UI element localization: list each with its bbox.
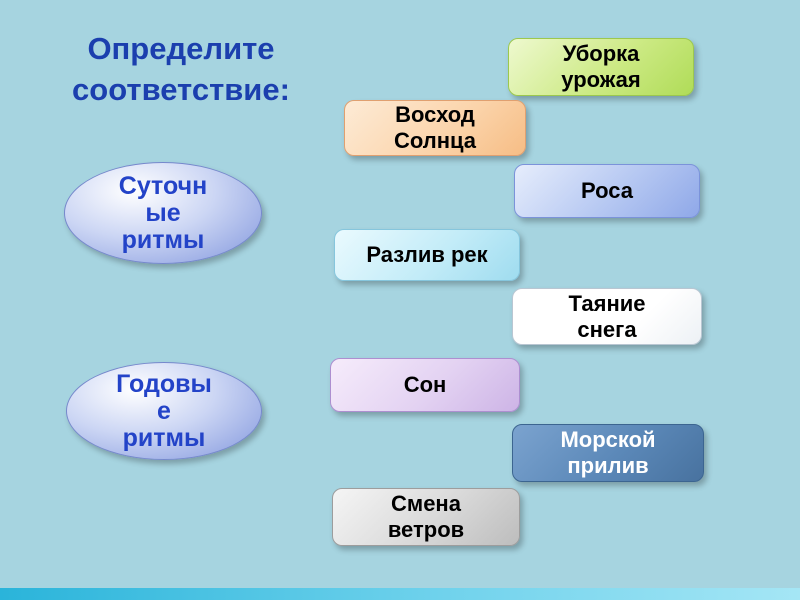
box-sea-tide: Морской прилив — [512, 424, 704, 482]
ellipse-annual-rhythms-line1: Годовы — [116, 369, 212, 398]
box-river-flood: Разлив рек — [334, 229, 520, 281]
box-wind-change: Смена ветров — [332, 488, 520, 546]
box-harvest-line1: Уборка — [562, 41, 640, 66]
ellipse-daily-rhythms: Суточн ые ритмы — [64, 162, 262, 264]
box-snow-melting-line2: снега — [577, 316, 637, 342]
box-harvest: Уборка урожая — [508, 38, 694, 96]
box-sunrise-line2: Солнца — [393, 128, 477, 153]
slide-title: Определите соответствие: — [28, 28, 334, 110]
ellipse-annual-rhythms-line2: е — [157, 396, 171, 425]
bottom-decorative-bar — [0, 588, 800, 600]
ellipse-annual-rhythms: Годовы е ритмы — [66, 362, 262, 460]
slide-title-line1: Определите — [87, 31, 275, 66]
box-snow-melting-line1: Таяние — [568, 290, 646, 316]
box-sea-tide-line2: прилив — [567, 453, 649, 478]
box-snow-melting: Таяние снега — [512, 288, 702, 345]
box-sunrise: Восход Солнца — [344, 100, 526, 156]
ellipse-daily-rhythms-line1: Суточн — [118, 171, 208, 200]
ellipse-daily-rhythms-line3: ритмы — [121, 225, 205, 254]
box-dew-line1: Роса — [580, 178, 633, 203]
box-sleep-line1: Сон — [403, 372, 447, 397]
box-harvest-line2: урожая — [561, 67, 641, 92]
box-wind-change-line1: Смена — [391, 491, 461, 516]
box-sunrise-line1: Восход — [395, 102, 475, 127]
box-dew: Роса — [514, 164, 700, 218]
box-sea-tide-line1: Морской — [560, 427, 656, 452]
ellipse-daily-rhythms-line2: ые — [145, 198, 181, 227]
slide-title-line2: соответствие: — [72, 72, 290, 107]
box-wind-change-line2: ветров — [387, 517, 465, 542]
ellipse-annual-rhythms-line3: ритмы — [122, 423, 206, 452]
box-sleep: Сон — [330, 358, 520, 412]
box-river-flood-line1: Разлив рек — [366, 242, 488, 267]
